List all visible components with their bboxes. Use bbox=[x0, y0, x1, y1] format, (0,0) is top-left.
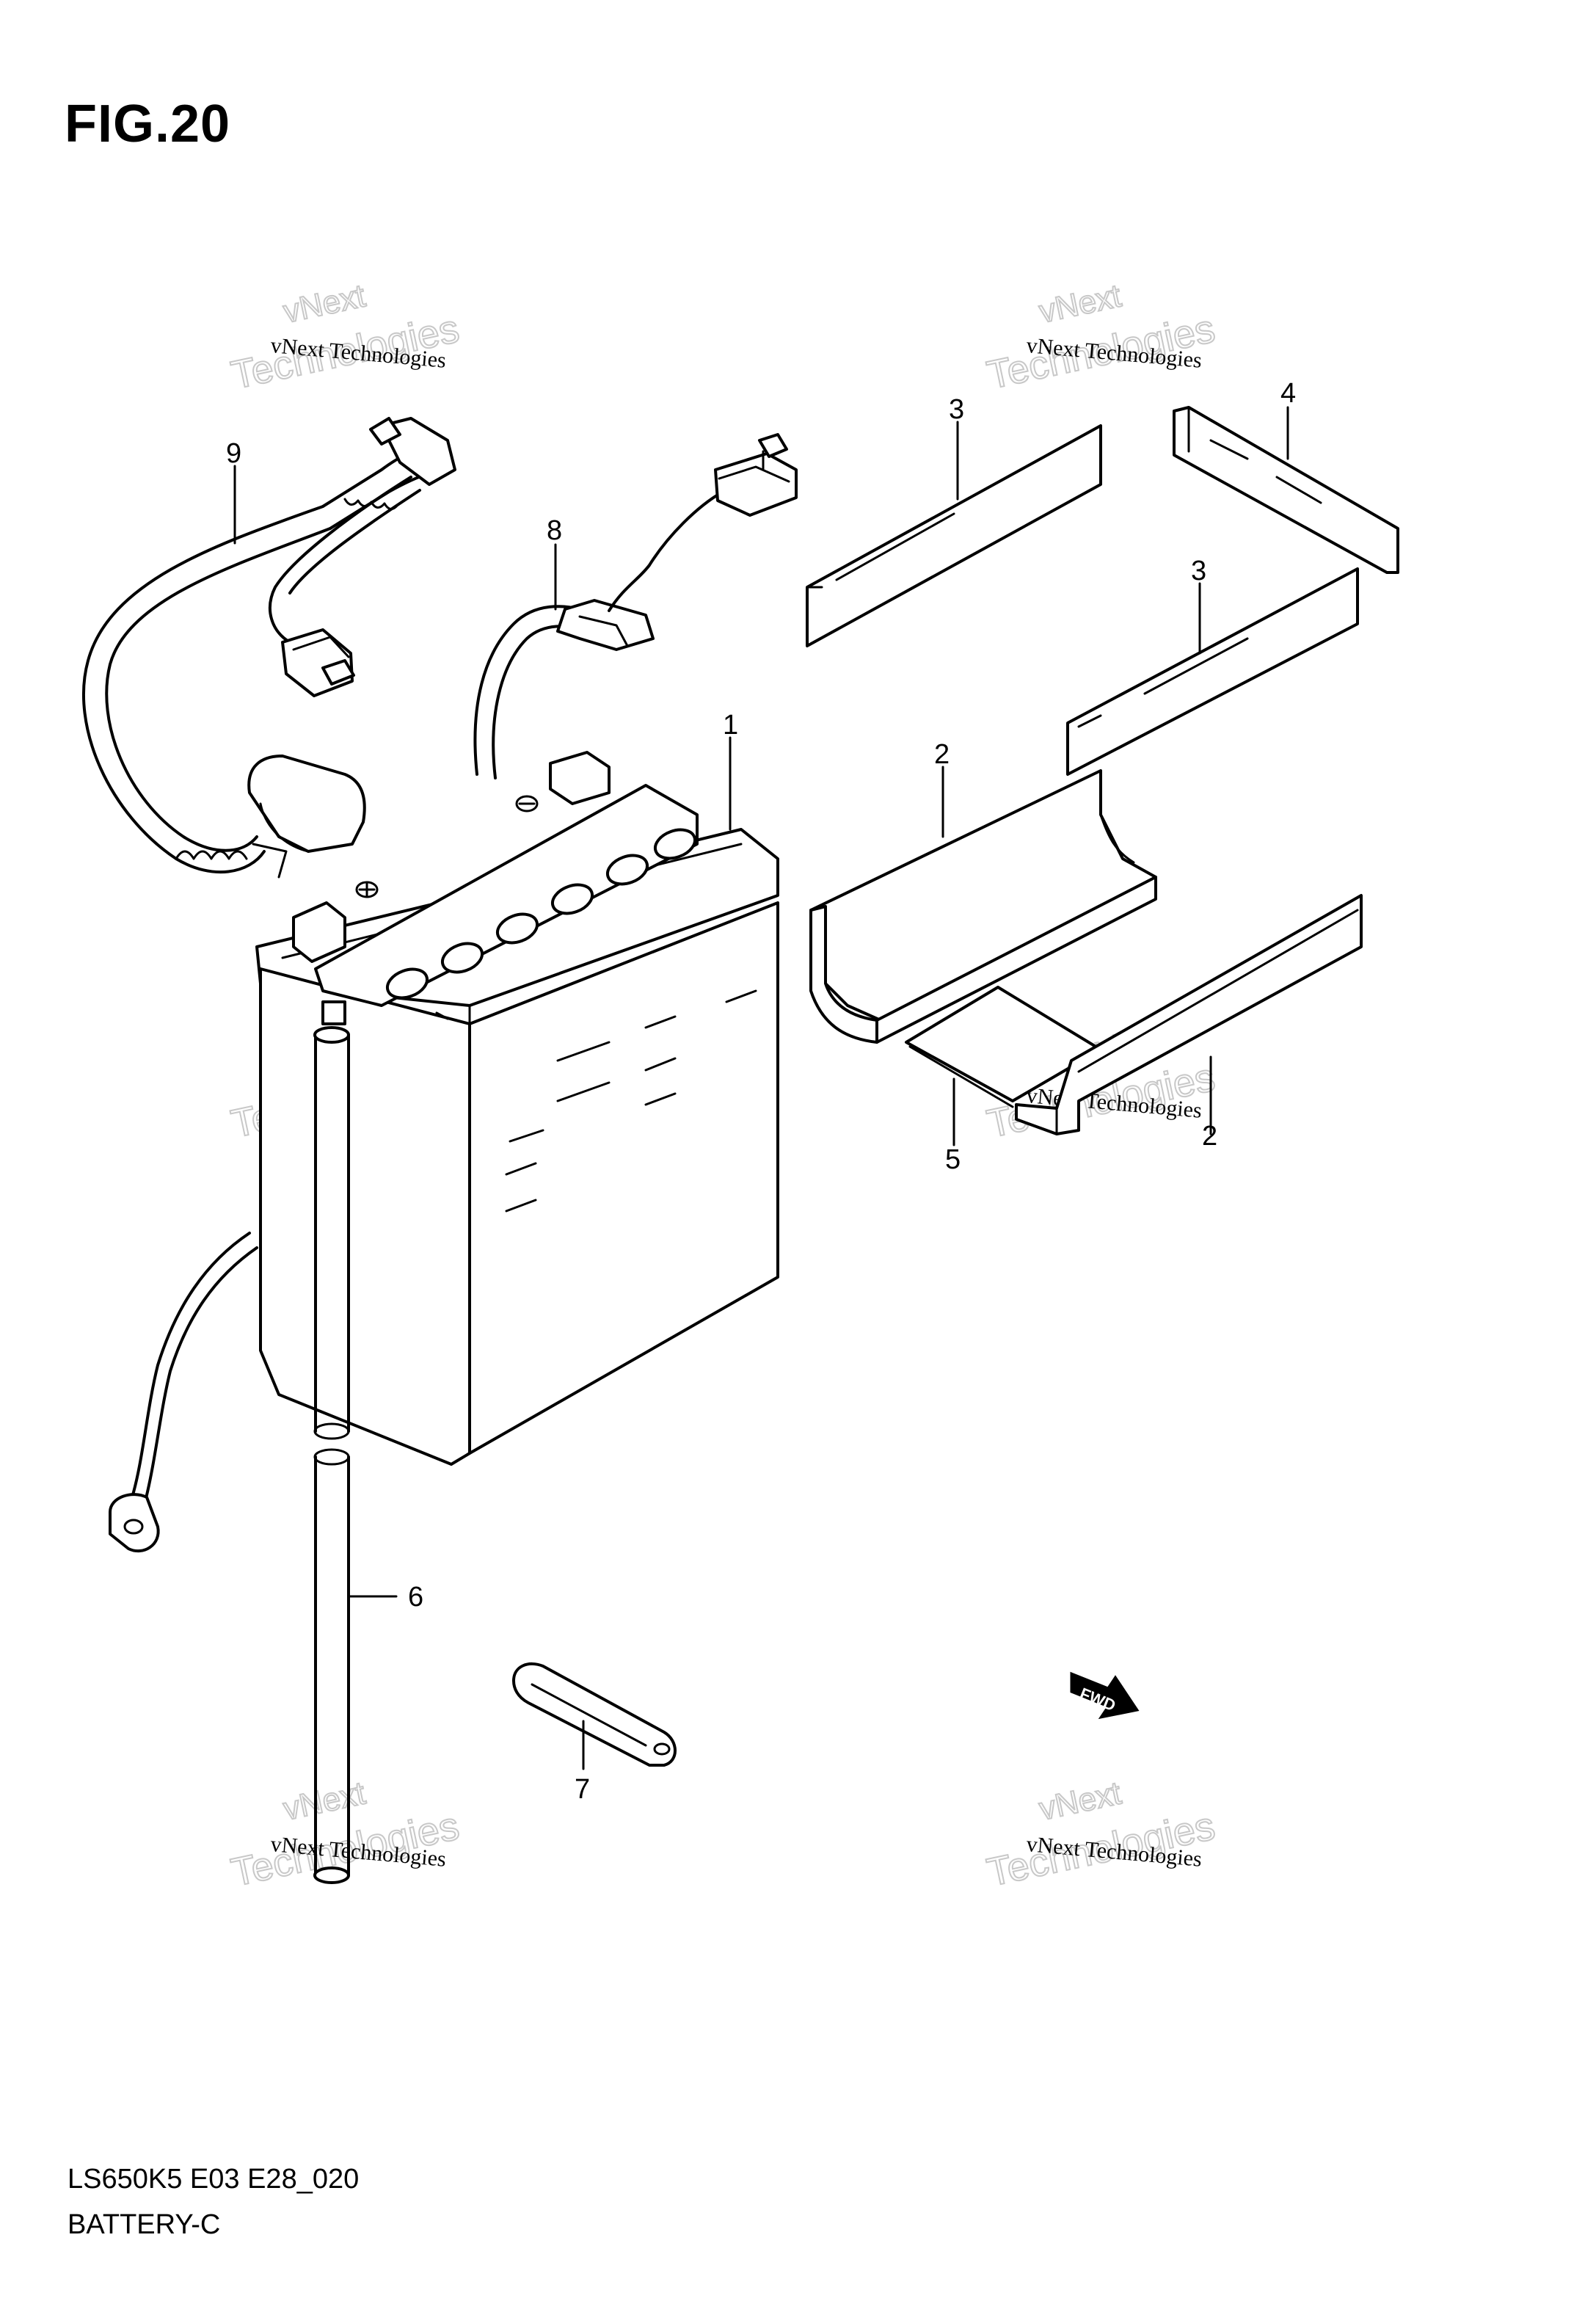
strap-icon bbox=[512, 1662, 677, 1767]
fwd-arrow-icon: FWD bbox=[1070, 1671, 1140, 1720]
svg-text:vNext: vNext bbox=[280, 277, 368, 330]
callout-2b: 2 bbox=[1202, 1121, 1217, 1152]
callout-6: 6 bbox=[408, 1582, 423, 1613]
svg-text:vNext: vNext bbox=[280, 1775, 368, 1827]
pad-3-upper-icon bbox=[806, 424, 1102, 647]
section-name: BATTERY-C bbox=[68, 2209, 221, 2240]
callout-8: 8 bbox=[547, 515, 562, 546]
cell-caps bbox=[385, 828, 697, 1000]
watermark-6: vNext Technologies vNext Technologies bbox=[983, 1774, 1220, 1895]
sensor-lead-icon bbox=[473, 433, 798, 779]
svg-text:vNext: vNext bbox=[1036, 277, 1124, 330]
callout-7: 7 bbox=[575, 1774, 590, 1805]
watermark-2: vNext Technologies vNext Technologies bbox=[983, 277, 1220, 398]
pad-4-icon bbox=[1173, 406, 1399, 574]
callout-1: 1 bbox=[723, 710, 738, 741]
ground-lead-icon bbox=[109, 1232, 258, 1553]
cable-icon bbox=[81, 417, 456, 879]
callout-3b: 3 bbox=[1191, 556, 1206, 586]
battery-icon bbox=[255, 751, 779, 1466]
breather-hose-icon bbox=[313, 1026, 350, 1884]
watermark-1: vNext Technologies vNext Technologies bbox=[227, 277, 464, 398]
svg-text:vNext: vNext bbox=[1036, 1775, 1124, 1827]
callout-2a: 2 bbox=[934, 739, 950, 770]
callout-4: 4 bbox=[1280, 378, 1296, 409]
callout-5: 5 bbox=[945, 1144, 961, 1175]
tray-icon bbox=[809, 769, 1363, 1135]
figure-title: FIG.20 bbox=[65, 95, 231, 153]
callout-3a: 3 bbox=[949, 394, 964, 425]
model-code: LS650K5 E03 E28_020 bbox=[68, 2164, 360, 2195]
callout-leaders bbox=[233, 406, 1289, 1770]
callout-labels: 9 8 1 3 4 3 2 2 5 6 7 bbox=[226, 378, 1296, 1805]
pad-3-lower-icon bbox=[1066, 567, 1359, 776]
callout-9: 9 bbox=[226, 438, 241, 469]
